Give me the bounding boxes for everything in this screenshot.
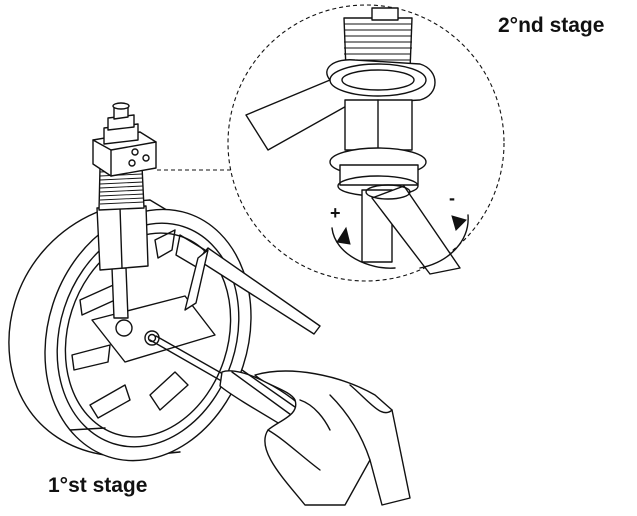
decrease-sign: - — [449, 188, 455, 208]
second-stage-caption: 2°nd stage — [498, 14, 605, 37]
second-stage-detail — [245, 7, 469, 275]
first-stage-caption: 1°st stage — [48, 474, 148, 497]
first-stage-valve — [92, 102, 160, 346]
hand — [254, 370, 411, 506]
allen-key — [184, 247, 321, 335]
increase-sign: + — [330, 203, 341, 223]
